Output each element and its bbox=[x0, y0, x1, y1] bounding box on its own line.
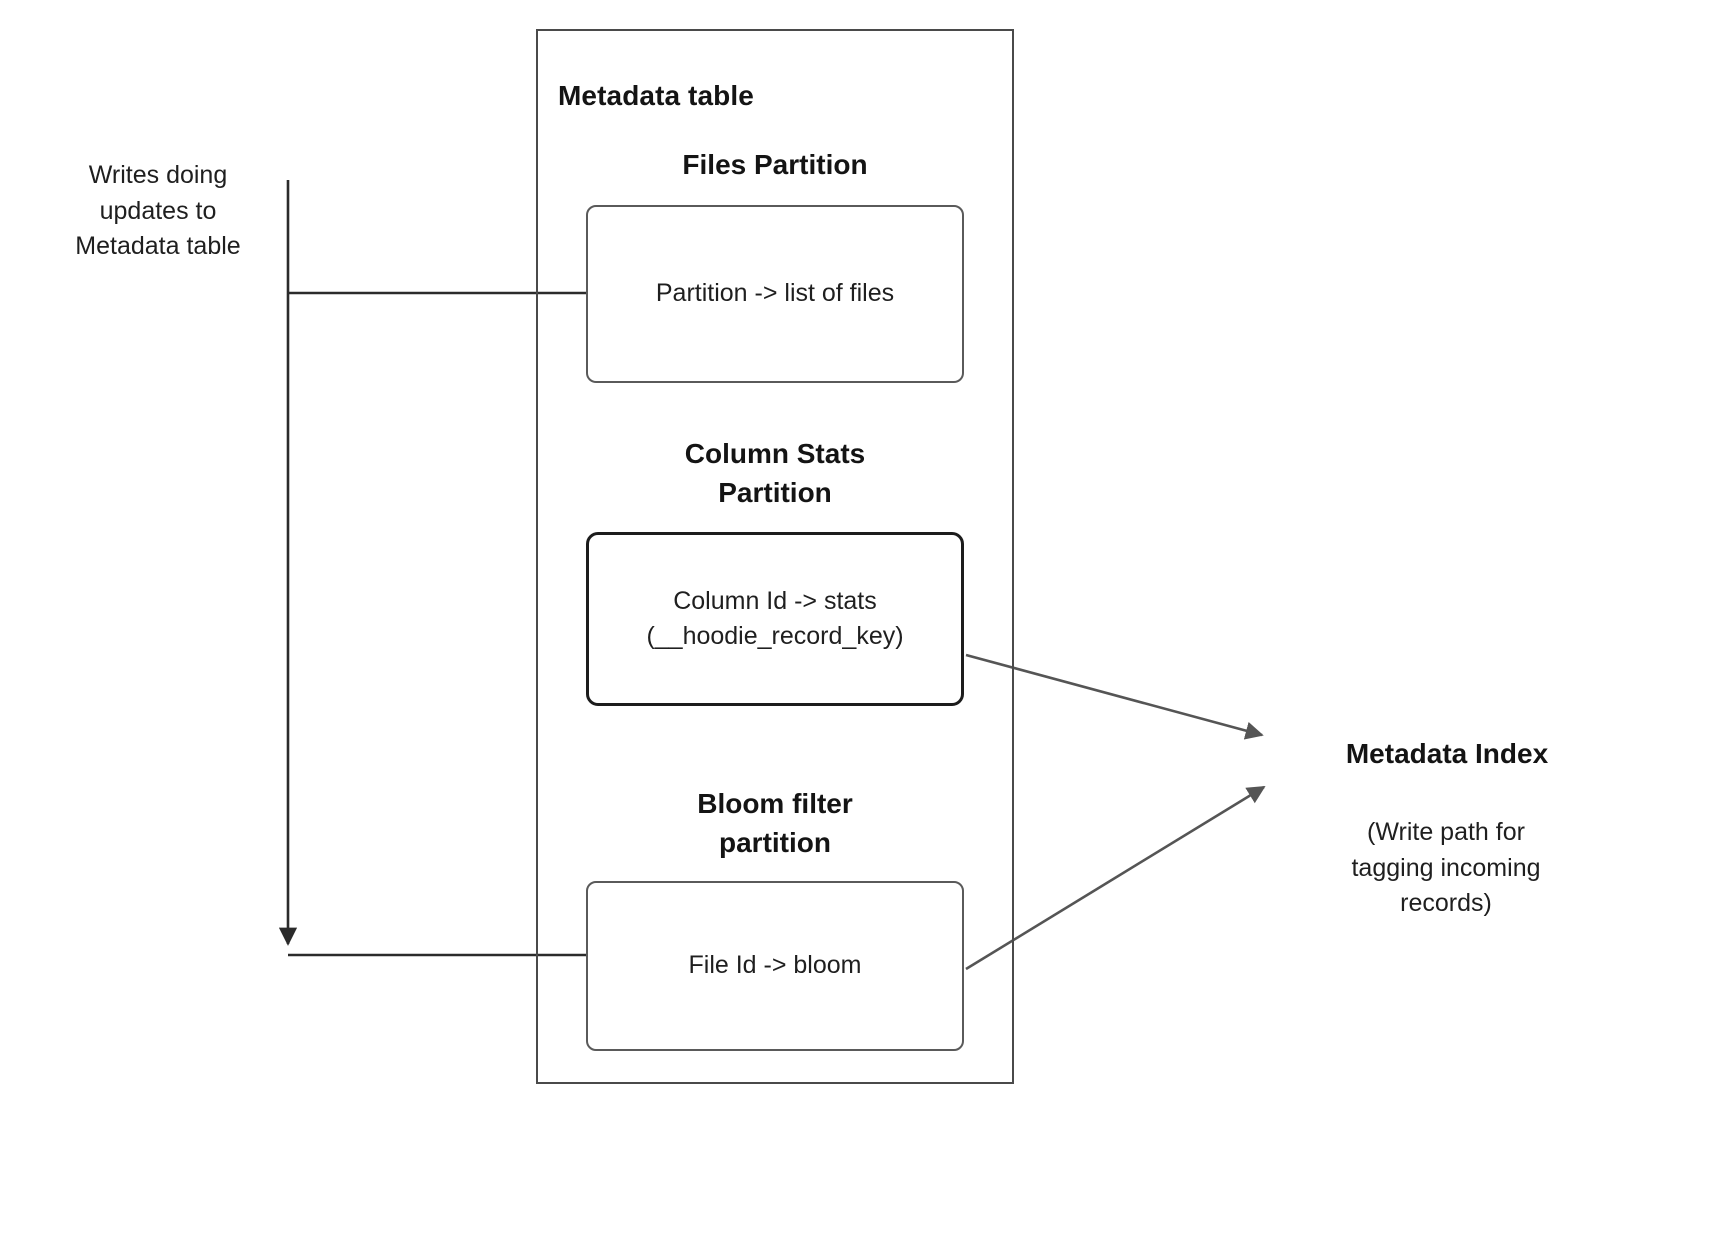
metadata-table-container bbox=[536, 29, 1014, 1084]
bloom-filter-partition-box: File Id -> bloom bbox=[586, 881, 964, 1051]
files-partition-heading: Files Partition bbox=[682, 149, 868, 180]
metadata-table-title: Metadata table bbox=[558, 80, 754, 111]
files-partition-box: Partition -> list of files bbox=[586, 205, 964, 383]
metadata-index-subtitle: (Write path for tagging incoming records… bbox=[1351, 818, 1541, 917]
bloom-filter-partition-heading: Bloom filter partition bbox=[697, 788, 853, 858]
writes-source-label: Writes doing updates to Metadata table bbox=[75, 161, 241, 260]
column-stats-partition-heading: Column Stats Partition bbox=[684, 438, 866, 508]
column-stats-partition-box: Column Id -> stats (__hoodie_record_key) bbox=[586, 532, 964, 706]
metadata-index-title: Metadata Index bbox=[1345, 738, 1549, 769]
